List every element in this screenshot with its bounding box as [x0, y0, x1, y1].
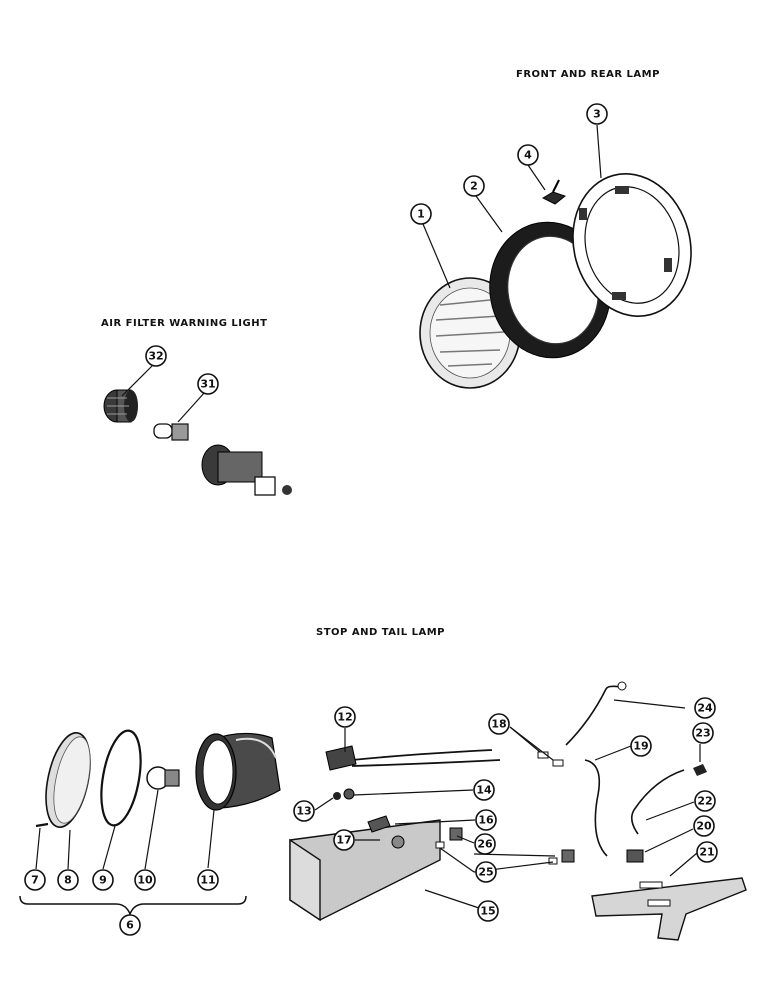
mounting-bracket-part	[289, 819, 441, 922]
callout-6: 6	[119, 914, 141, 936]
license-bracket-part	[591, 877, 747, 941]
callout-7: 7	[24, 869, 46, 891]
callout-24: 24	[694, 697, 716, 719]
lens-gasket-part	[100, 729, 142, 827]
connector-parts	[435, 751, 575, 865]
svg-text:26: 26	[477, 838, 493, 851]
callout-21: 21	[696, 841, 718, 863]
callout-3: 3	[586, 103, 608, 125]
svg-text:19: 19	[633, 740, 648, 753]
callout-8: 8	[57, 869, 79, 891]
svg-text:12: 12	[337, 711, 352, 724]
callout-19: 19	[630, 735, 652, 757]
svg-text:15: 15	[480, 905, 495, 918]
wiring-harness-part	[325, 745, 501, 800]
svg-text:31: 31	[200, 378, 215, 391]
svg-text:14: 14	[476, 784, 492, 797]
svg-text:6: 6	[126, 919, 134, 932]
svg-text:11: 11	[200, 874, 215, 887]
callout-9: 9	[92, 869, 114, 891]
warning-bulb-part	[153, 423, 189, 441]
retaining-ring-part	[572, 173, 692, 317]
callout-25: 25	[475, 861, 497, 883]
wire-leads-part	[565, 681, 707, 857]
front-and-rear-lamp-title: FRONT AND REAR LAMP	[516, 69, 660, 80]
callout-11: 11	[197, 869, 219, 891]
callout-32: 32	[145, 345, 167, 367]
svg-text:32: 32	[148, 350, 163, 363]
license-lamp-socket-part	[626, 849, 644, 863]
svg-text:1: 1	[417, 208, 425, 221]
svg-text:20: 20	[696, 820, 712, 833]
callout-26: 26	[474, 833, 496, 855]
callout-16: 16	[475, 809, 497, 831]
lens-screw-part	[35, 822, 49, 828]
svg-text:16: 16	[478, 814, 494, 827]
lens-cap-part	[103, 389, 138, 423]
callout-22: 22	[694, 790, 716, 812]
callout-23: 23	[692, 722, 714, 744]
svg-text:21: 21	[699, 846, 714, 859]
svg-text:4: 4	[524, 149, 532, 162]
screw-part	[541, 179, 567, 205]
air-filter-warning-light-title: AIR FILTER WARNING LIGHT	[101, 318, 268, 329]
svg-text:3: 3	[593, 108, 601, 121]
svg-text:7: 7	[31, 874, 39, 887]
svg-text:23: 23	[695, 727, 710, 740]
callout-13: 13	[293, 800, 315, 822]
callout-20: 20	[693, 815, 715, 837]
svg-text:17: 17	[336, 834, 351, 847]
callout-4: 4	[517, 144, 539, 166]
svg-text:10: 10	[137, 874, 153, 887]
callout-31: 31	[197, 373, 219, 395]
bolt-part	[367, 815, 405, 849]
svg-text:13: 13	[296, 805, 311, 818]
svg-text:18: 18	[491, 718, 506, 731]
svg-text:8: 8	[64, 874, 72, 887]
tail-lens-part	[45, 732, 91, 828]
callout-1: 1	[410, 203, 432, 225]
callout-2: 2	[463, 175, 485, 197]
callout-12: 12	[334, 706, 356, 728]
tail-bulb-part	[146, 766, 180, 790]
svg-text:25: 25	[478, 866, 493, 879]
svg-text:2: 2	[470, 180, 478, 193]
callout-18: 18	[488, 713, 510, 735]
svg-text:22: 22	[697, 795, 712, 808]
svg-text:24: 24	[697, 702, 713, 715]
callout-15: 15	[477, 900, 499, 922]
callout-17: 17	[333, 829, 355, 851]
lamp-housing-part	[195, 732, 281, 811]
callout-14: 14	[473, 779, 495, 801]
svg-text:9: 9	[99, 874, 107, 887]
assembly-bracket-line	[19, 895, 247, 917]
callout-10: 10	[134, 869, 156, 891]
stop-and-tail-lamp-title: STOP AND TAIL LAMP	[316, 627, 445, 638]
lamp-socket-housing-part	[201, 444, 292, 496]
